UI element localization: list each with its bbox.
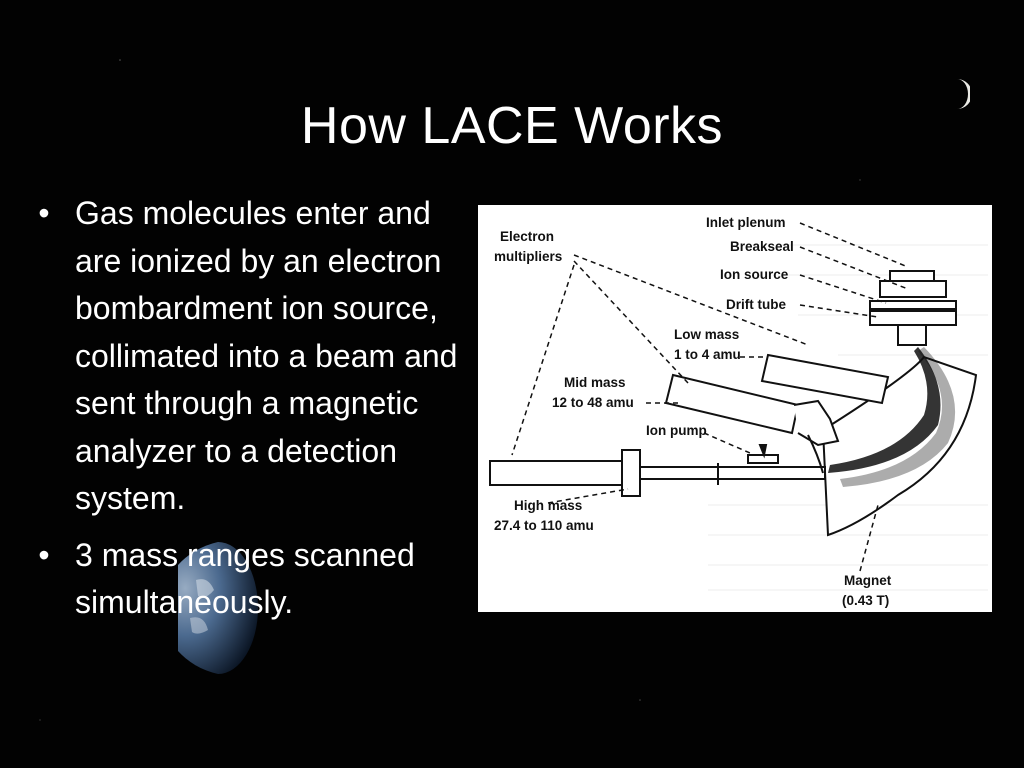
label-low-mass-line2: 1 to 4 amu [674, 347, 741, 362]
bullet-list: • Gas molecules enter and are ionized by… [34, 190, 464, 627]
earth-image [178, 542, 258, 674]
bullet-glyph: • [38, 195, 50, 231]
label-mid-mass-line2: 12 to 48 amu [552, 395, 634, 410]
label-electron-line2: multipliers [494, 249, 562, 264]
label-inlet-plenum: Inlet plenum [706, 215, 786, 230]
slide-title: How LACE Works [300, 97, 724, 155]
bullet-text: 3 mass ranges scanned simultaneously. [75, 536, 415, 621]
label-magnet-line2: (0.43 T) [842, 593, 889, 608]
lace-diagram: Inlet plenum Breakseal Ion source Drift … [478, 205, 992, 612]
label-magnet-line1: Magnet [844, 573, 892, 588]
bullet-text: Gas molecules enter and are ionized by a… [75, 195, 458, 516]
label-drift-tube: Drift tube [726, 297, 786, 312]
label-breakseal: Breakseal [730, 239, 794, 254]
bullet-glyph: • [38, 536, 50, 573]
label-ion-pump: Ion pump [646, 423, 707, 438]
label-high-mass-line1: High mass [514, 498, 582, 513]
bullet-item: • 3 mass ranges scanned simultaneously. [34, 532, 464, 627]
mass-spectrometer-diagram: Inlet plenum Breakseal Ion source Drift … [489, 215, 988, 608]
label-mid-mass-line1: Mid mass [564, 375, 626, 390]
label-ion-source: Ion source [720, 267, 789, 282]
label-electron-line1: Electron [500, 229, 554, 244]
bullet-item: • Gas molecules enter and are ionized by… [34, 190, 464, 523]
label-high-mass-line2: 27.4 to 110 amu [494, 518, 594, 533]
moon-icon [957, 79, 970, 109]
label-low-mass-line1: Low mass [674, 327, 739, 342]
